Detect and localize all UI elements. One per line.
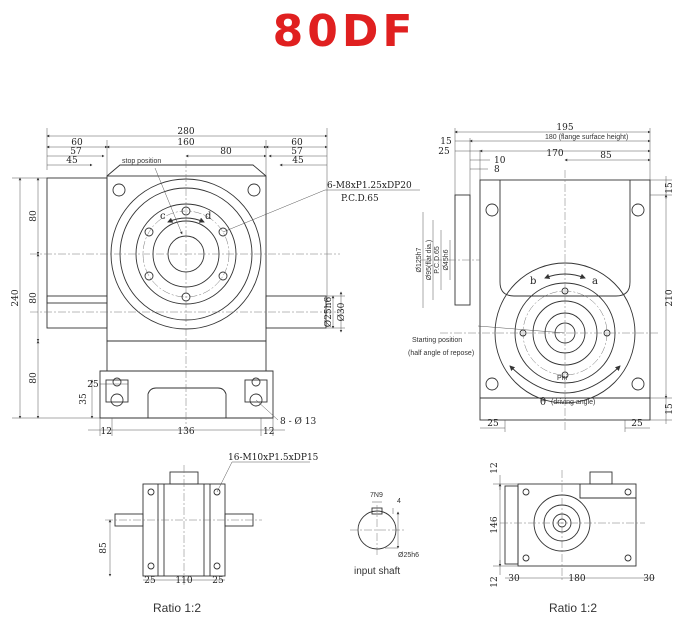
dim-125h7: Ø125h7 [416,247,423,272]
dim-shaft-30: Ø30 [336,302,347,321]
callout-pcd-65: P.C.D.65 [341,194,379,204]
dim-85-small: 85 [99,542,109,554]
dim-60-right: 60 [291,138,303,148]
ratio-label-left: Ratio 1:2 [153,601,201,615]
dim-25-small-left: 25 [144,576,156,586]
dim-25-side-bottom-right: 25 [631,419,643,429]
dim-input-25h6: Ø25h6 [398,552,419,559]
front-view: 280 60 160 60 80 57 57 45 45 [11,127,420,437]
dim-180-flange: 180 (flange surface height) [545,134,628,141]
dim-8: 8 [494,165,500,175]
dim-80-top: 80 [220,147,232,157]
phi-label: Phi [557,375,568,382]
stop-position-label: stop position [122,158,161,165]
rotation-a-label: a [592,276,598,287]
dim-25-front: 25 [87,380,99,390]
dim-12-left: 12 [101,427,112,437]
dim-210: 210 [665,289,675,306]
callout-tap-6m8: 6-M8xP1.25xDP20 [327,181,412,191]
dim-pcd-65-side: P.C.D.65 [434,246,441,274]
input-shaft-label: input shaft [354,566,400,577]
dim-57-left: 57 [70,147,82,157]
dim-12-top: 12 [490,462,500,473]
dim-80-b: 80 [29,292,39,304]
bottom-left-view: 16-M10xP1.5xDP15 85 25 110 25 [99,453,319,586]
dim-240: 240 [11,289,21,306]
dim-4: 4 [397,498,401,505]
ratio-label-right: Ratio 1:2 [549,601,597,615]
dim-180-small: 180 [568,574,585,584]
dim-25-side: 25 [438,147,450,157]
starting-position-label: Starting position [412,337,462,344]
half-angle-label: (half angle of repose) [408,350,474,357]
dim-60-left: 60 [71,138,83,148]
driving-angle-label: (driving angle) [551,399,595,406]
dim-15-side: 15 [440,137,452,147]
dim-160: 160 [177,138,194,148]
callout-tap-16m10: 16-M10xP1.5xDP15 [228,453,319,463]
dim-25-small-right: 25 [212,576,224,586]
dim-25-side-bottom-left: 25 [487,419,499,429]
dim-15-right-bottom: 15 [665,403,675,415]
dim-170: 170 [546,149,563,159]
dim-12-bottom: 12 [490,576,500,587]
dim-95-flat: Ø95(flat dia.) [426,240,433,280]
bottom-right-view: 12 146 12 30 180 30 [490,462,655,588]
rotation-d-label: d [205,211,212,222]
dim-195: 195 [556,123,573,133]
dim-shaft-25h6: Ø25h6 [323,297,334,328]
dim-15-right-top: 15 [665,182,675,194]
dim-45-left: 45 [66,156,78,166]
dim-110: 110 [175,576,192,586]
dim-10: 10 [494,156,506,166]
dim-45-right: 45 [292,156,304,166]
dim-35: 35 [79,393,89,405]
key-7n9: 7N9 [370,492,383,499]
dim-85: 85 [600,151,612,161]
side-view: 195 180 (flange surface height) 15 25 17… [408,123,675,432]
input-shaft-view: 7N9 4 Ø25h6 input shaft [350,492,419,577]
callout-holes-8-13: 8 - Ø 13 [280,416,316,427]
dim-30-right: 30 [643,574,655,584]
dim-12-right: 12 [263,427,274,437]
rotation-b-label: b [530,276,536,287]
dim-80-c: 80 [29,372,39,384]
dim-30-left: 30 [508,574,520,584]
dim-45h6: Ø45h6 [443,249,450,270]
dim-136: 136 [177,427,194,437]
dim-146: 146 [490,516,500,533]
dim-280: 280 [177,127,194,137]
dim-57-right: 57 [291,147,303,157]
dim-80-a: 80 [29,210,39,222]
page-title: 80DF [272,6,417,57]
theta-label: θ [540,397,546,408]
rotation-c-label: c [160,211,166,222]
